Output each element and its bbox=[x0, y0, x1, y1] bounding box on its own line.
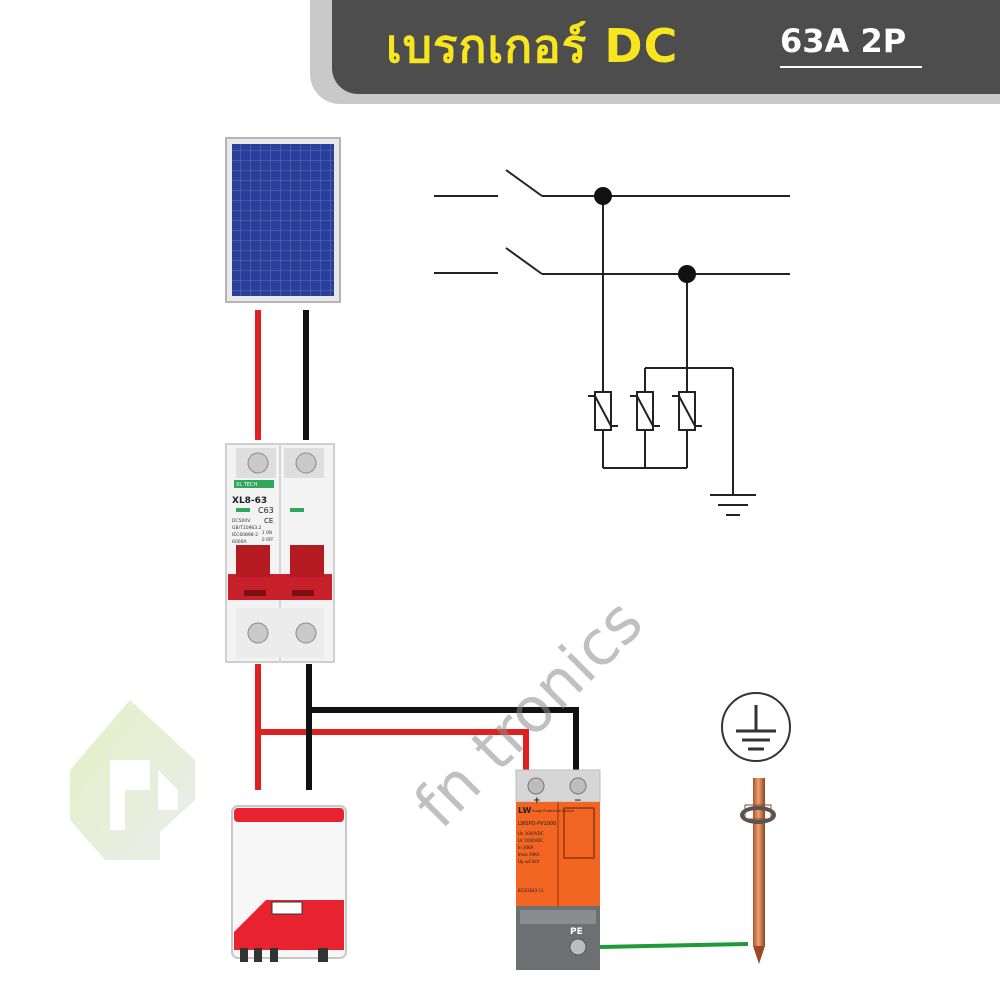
banner-spec-underline bbox=[780, 66, 922, 68]
breaker-brand: XL TECH bbox=[236, 482, 258, 488]
breaker-line1: DC500V bbox=[232, 518, 251, 524]
solar-panel-icon bbox=[225, 137, 341, 303]
spd-spec3: In 20KA bbox=[518, 845, 534, 850]
positive-wire-out bbox=[255, 664, 529, 790]
banner-title: เบรกเกอร์ DC bbox=[386, 19, 679, 73]
schematic-diagram bbox=[434, 169, 790, 516]
negative-wire-out bbox=[306, 664, 579, 790]
breaker-line3: IEC60898-2 bbox=[232, 532, 258, 538]
surge-protector-icon bbox=[515, 769, 601, 970]
junction-dot-bottom bbox=[678, 265, 696, 283]
spd-spec4: Imax 40KA bbox=[518, 852, 540, 857]
inverter-icon bbox=[231, 805, 347, 962]
spd-spec5: Up ≤4.0kV bbox=[518, 859, 540, 864]
spd-spec1: Un 1000VDC bbox=[518, 831, 544, 836]
breaker-line4: 6000A bbox=[232, 539, 247, 545]
spd-pe-label: PE bbox=[570, 927, 583, 937]
spd-spec2: Uc 1000VDC bbox=[518, 838, 543, 843]
breaker-ce-mark: CE bbox=[264, 517, 273, 525]
junction-dot-top bbox=[594, 187, 612, 205]
spd-brand: LW bbox=[518, 806, 531, 815]
spd-title: Surge Protective Device bbox=[532, 809, 574, 813]
fn-logo-icon bbox=[70, 700, 195, 860]
dc-breaker-icon bbox=[225, 443, 335, 663]
spd-standard: IEC61643-11 bbox=[518, 888, 544, 893]
ground-wire bbox=[599, 942, 749, 949]
banner-spec: 63A 2P bbox=[780, 22, 907, 60]
spd-minus: − bbox=[574, 796, 582, 806]
breaker-on-label: 1 ON bbox=[262, 530, 272, 535]
ground-symbol-icon bbox=[721, 692, 791, 762]
breaker-rating: C63 bbox=[258, 506, 274, 515]
breaker-line2: GB/T10963.2 bbox=[232, 525, 262, 531]
spd-model: LWSPD-PV1000 bbox=[518, 821, 556, 827]
breaker-off-label: 0 OFF bbox=[262, 537, 274, 542]
ground-rod-icon bbox=[740, 778, 776, 964]
spd-plus: + bbox=[533, 796, 541, 806]
banner bbox=[332, 0, 1000, 94]
breaker-model: XL8-63 bbox=[232, 496, 267, 506]
